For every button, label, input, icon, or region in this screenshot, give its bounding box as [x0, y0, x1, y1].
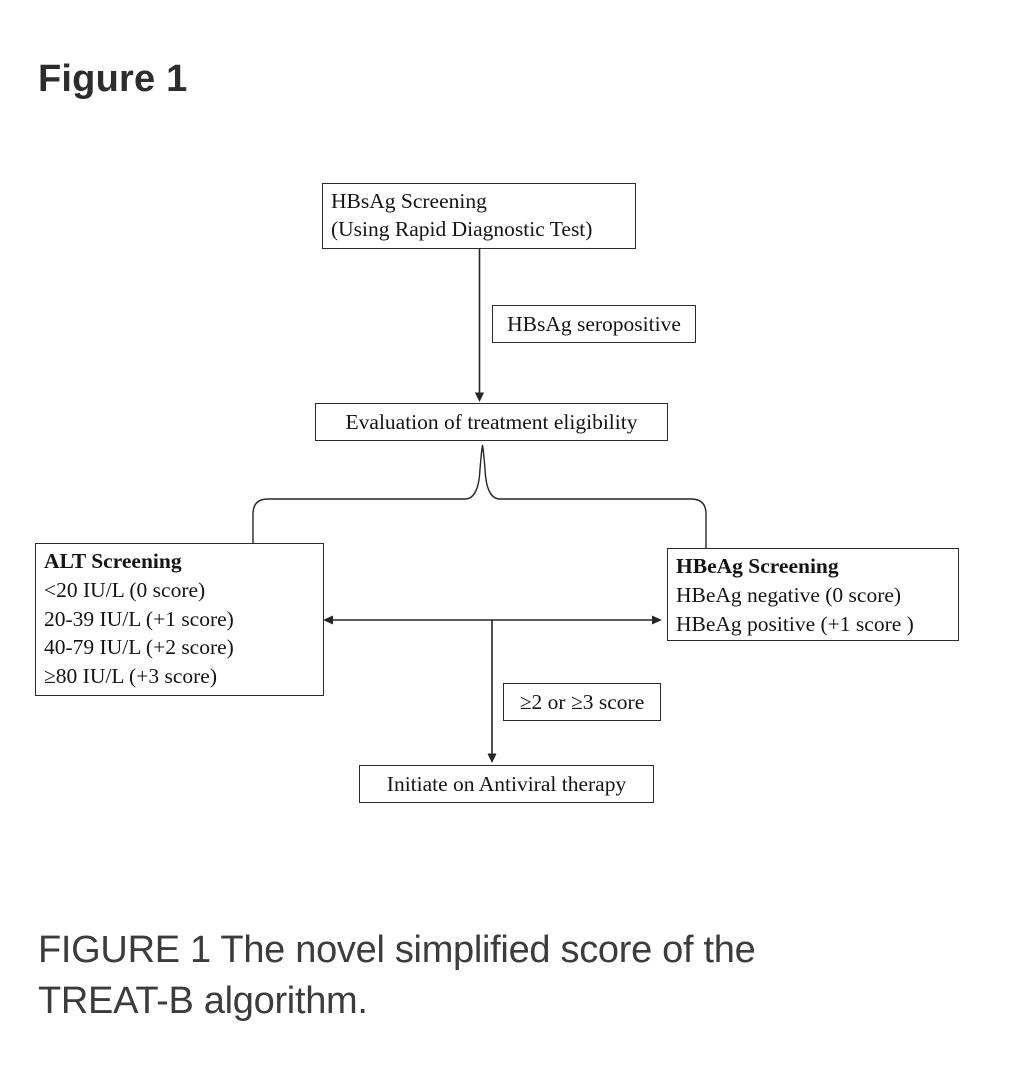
- hbeag-screening-box: HBeAg Screening HBeAg negative (0 score)…: [667, 548, 959, 641]
- page-title: Figure 1: [38, 58, 188, 100]
- hbsag-seropositive-box: HBsAg seropositive: [492, 305, 696, 343]
- alt-screening-row-2: 20-39 IU/L (+1 score): [44, 606, 234, 631]
- hbsag-screening-line2: (Using Rapid Diagnostic Test): [331, 217, 593, 241]
- alt-screening-row-4: ≥80 IU/L (+3 score): [44, 664, 217, 689]
- hbsag-seropositive-label: HBsAg seropositive: [507, 312, 681, 336]
- figure-caption: FIGURE 1 The novel simplified score of t…: [38, 929, 756, 1022]
- arrow-score-to-initiate: [487, 620, 497, 763]
- hbeag-screening-row-2: HBeAg positive (+1 score ): [676, 612, 914, 636]
- brace-split-connector: [252, 444, 707, 549]
- alt-screening-row-3: 40-79 IU/L (+2 score): [44, 635, 234, 660]
- alt-screening-row-1: <20 IU/L (0 score): [44, 577, 206, 602]
- alt-screening-title: ALT Screening: [44, 549, 182, 573]
- score-rule-box: ≥2 or ≥3 score: [503, 683, 661, 721]
- evaluation-box: Evaluation of treatment eligibility: [315, 403, 668, 441]
- hbsag-screening-line1: HBsAg Screening: [331, 189, 487, 213]
- alt-screening-box: ALT Screening <20 IU/L (0 score) 20-39 I…: [35, 543, 324, 696]
- hbeag-screening-title: HBeAg Screening: [676, 554, 839, 578]
- evaluation-label: Evaluation of treatment eligibility: [345, 410, 638, 434]
- hbsag-screening-box: HBsAg Screening (Using Rapid Diagnostic …: [322, 183, 636, 249]
- arrow-screening-to-evaluation: [474, 249, 485, 402]
- initiate-therapy-box: Initiate on Antiviral therapy: [359, 765, 654, 803]
- initiate-therapy-label: Initiate on Antiviral therapy: [386, 772, 627, 796]
- hbeag-screening-row-1: HBeAg negative (0 score): [676, 583, 902, 607]
- score-rule-label: ≥2 or ≥3 score: [519, 690, 645, 714]
